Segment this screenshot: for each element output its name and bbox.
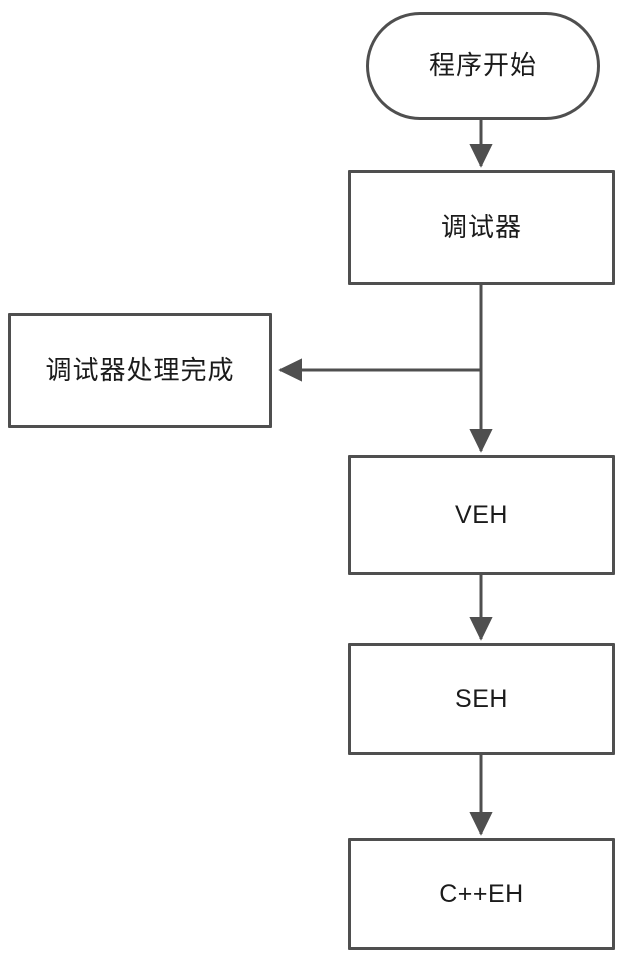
node-debugger-handling-complete-label: 调试器处理完成 bbox=[45, 354, 235, 385]
node-debugger-label: 调试器 bbox=[440, 211, 522, 242]
node-cpp-eh[interactable]: C++EH bbox=[348, 838, 615, 950]
node-veh[interactable]: VEH bbox=[348, 455, 615, 575]
node-veh-label: VEH bbox=[455, 501, 508, 529]
node-seh-label: SEH bbox=[455, 685, 508, 713]
node-debugger[interactable]: 调试器 bbox=[348, 170, 615, 285]
node-program-start[interactable]: 程序开始 bbox=[366, 12, 600, 120]
node-program-start-label: 程序开始 bbox=[428, 50, 537, 81]
node-cpp-eh-label: C++EH bbox=[439, 880, 524, 908]
node-seh[interactable]: SEH bbox=[348, 643, 615, 755]
node-debugger-handling-complete[interactable]: 调试器处理完成 bbox=[8, 313, 272, 428]
